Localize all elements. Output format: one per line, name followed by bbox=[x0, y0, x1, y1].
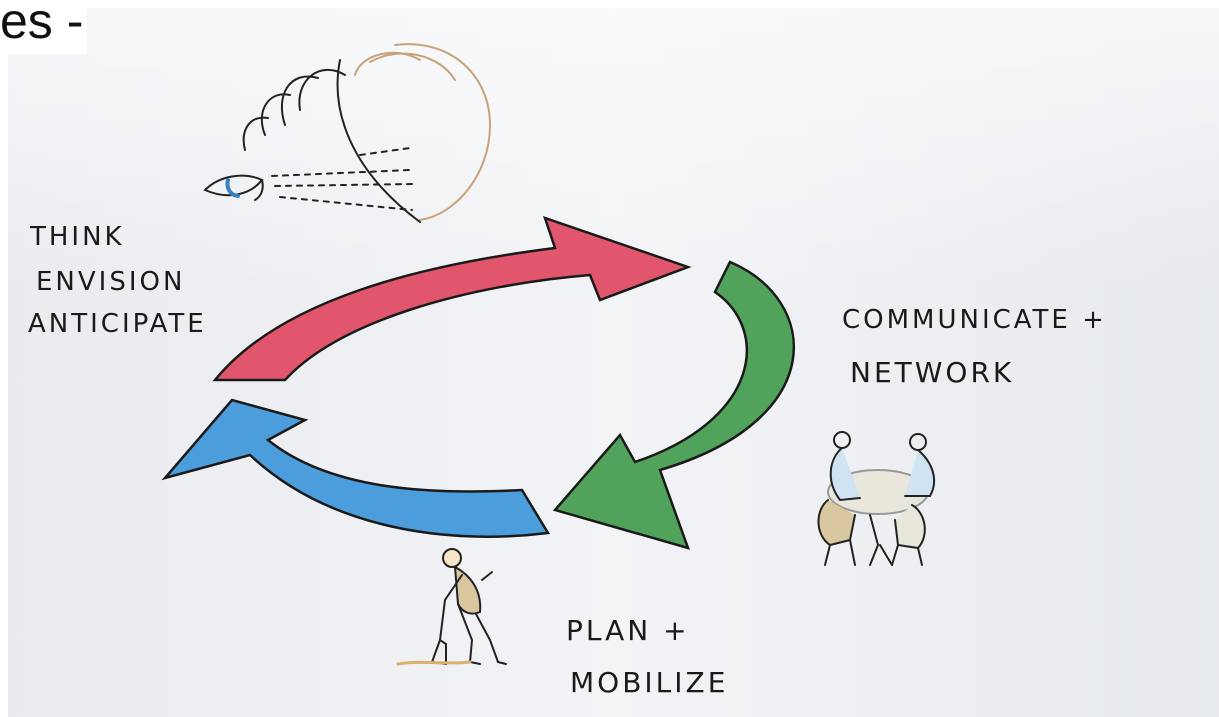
label-communicate-group: COMMUNICATE + NETWORK bbox=[842, 305, 1107, 389]
label-plan-group: PLAN + MOBILIZE bbox=[566, 614, 728, 699]
label-plan: PLAN + bbox=[566, 614, 690, 647]
digging-person-sketch bbox=[396, 548, 507, 666]
paper-background bbox=[8, 8, 1219, 717]
label-network: NETWORK bbox=[850, 356, 1014, 389]
label-think-group: THINK ENVISION ANTICIPATE bbox=[28, 222, 207, 339]
thinking-head-sketch bbox=[203, 43, 492, 223]
label-mobilize: MOBILIZE bbox=[570, 666, 728, 699]
page-title-fragment: es - bbox=[0, 0, 88, 54]
label-anticipate: ANTICIPATE bbox=[28, 309, 207, 339]
label-envision: ENVISION bbox=[36, 267, 185, 297]
meeting-group-sketch bbox=[817, 431, 936, 566]
label-think: THINK bbox=[29, 222, 125, 252]
arrow-communicate-to-plan bbox=[552, 260, 796, 550]
arrow-think-to-communicate bbox=[212, 215, 692, 382]
label-communicate: COMMUNICATE + bbox=[842, 305, 1107, 335]
arrow-plan-to-think bbox=[161, 398, 551, 538]
